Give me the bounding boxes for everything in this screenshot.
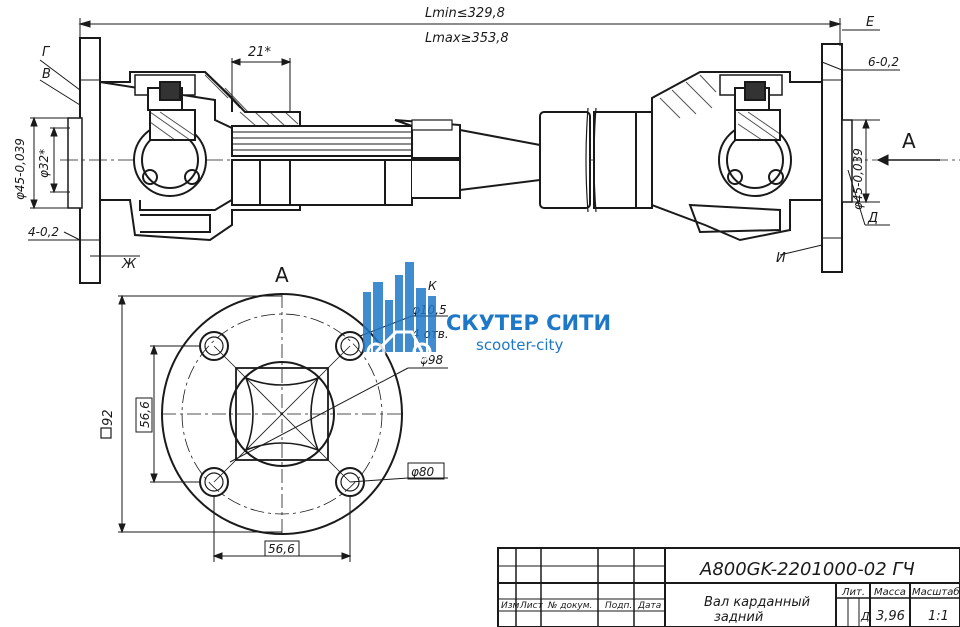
dim-d45-right: φ45-0,039: [851, 148, 865, 210]
dim-d80-box: [407, 462, 445, 480]
dim-s56-vert-box: [135, 397, 153, 433]
view-a-dims: [118, 294, 448, 562]
left-side-dims: [28, 59, 140, 257]
watermark-logo: [363, 262, 436, 362]
letter-i: И: [776, 251, 786, 266]
dim-d80: φ80: [411, 465, 435, 479]
dim-four-tol: 4-0,2: [28, 225, 59, 239]
dim-sq92: 92: [101, 409, 116, 426]
shaft-tube: [539, 107, 653, 213]
dim-s56-horiz-box: [264, 540, 300, 557]
letter-e: Е: [866, 15, 875, 30]
right-side-dims: [779, 29, 940, 256]
dim-six-tol: 6-0,2: [868, 55, 899, 69]
col-list: Лист: [519, 601, 544, 611]
watermark-title: СКУТЕР СИТИ: [446, 311, 611, 335]
col-izm: Изм: [501, 601, 520, 611]
dim-angle: 21*: [248, 45, 272, 60]
dim-lmin: Lmin≤329,8: [425, 6, 505, 21]
dim-s56-horiz: 56,6: [268, 542, 295, 556]
letter-zh: Ж: [121, 257, 137, 272]
title-block-frame: [497, 547, 960, 627]
right-yoke: [651, 71, 823, 242]
dim-d45-left: φ45-0,039: [13, 138, 27, 200]
watermark-subtitle: scooter-city: [476, 336, 563, 354]
dim-s56-vert: 56,6: [138, 401, 152, 428]
masshtab-header: Масштаб: [912, 586, 960, 598]
right-yoke-hatch: [659, 74, 781, 141]
letter-d: Д: [867, 211, 878, 226]
col-podp: Подп.: [605, 601, 632, 611]
lit-header: Лит.: [841, 587, 865, 598]
city-skyline-icon: [363, 262, 436, 352]
title-code: A800GK-2201000-02 ГЧ: [699, 559, 915, 580]
arrow-a-label: А: [902, 129, 916, 153]
view-a-label: А: [275, 263, 289, 287]
col-doc: № докум.: [547, 601, 592, 611]
right-flange: [821, 43, 853, 273]
letter-v: В: [42, 67, 51, 82]
dim-lmax: Lmax≥353,8: [425, 31, 509, 46]
col-data: Дата: [637, 601, 661, 611]
massa-header: Масса: [874, 587, 906, 598]
massa-value: 3,96: [876, 609, 905, 624]
letter-g: Г: [42, 45, 51, 60]
spline-sleeve: [231, 119, 541, 206]
dim-d32: φ32*: [37, 149, 51, 178]
letter-k: К: [428, 279, 437, 293]
length-dimension: [78, 18, 842, 46]
square-symbol: [100, 427, 112, 439]
dim-d98: φ98: [420, 353, 444, 367]
scooter-icon: [366, 330, 432, 362]
masshtab-value: 1:1: [928, 609, 949, 624]
title-name-line1: Вал карданный: [704, 595, 810, 610]
angle-dimension: [230, 58, 292, 112]
lit-value: Д: [860, 610, 870, 623]
left-yoke-hatch: [149, 74, 299, 141]
title-name-line2: задний: [714, 610, 763, 625]
